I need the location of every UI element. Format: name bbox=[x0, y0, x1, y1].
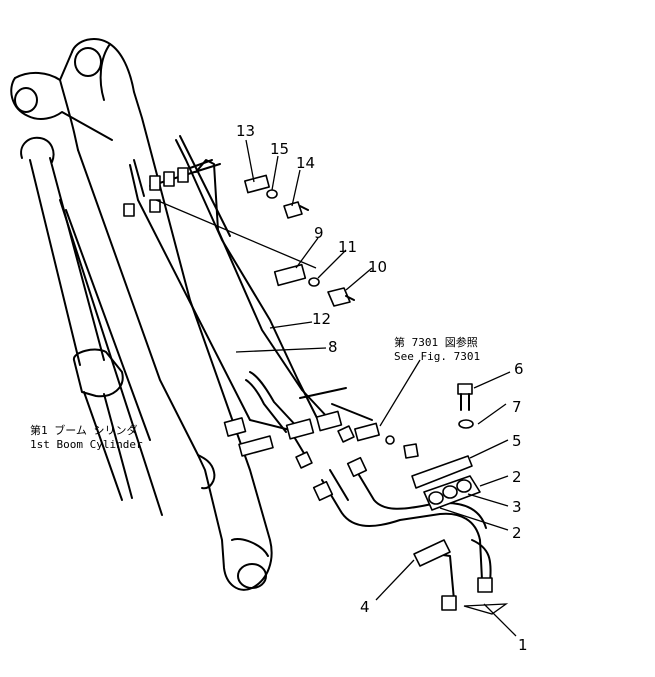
part-13-clamp bbox=[244, 174, 270, 194]
upper-clamp-group bbox=[123, 159, 221, 217]
label-9: 9 bbox=[314, 224, 324, 242]
part-2-3-clamp-block bbox=[423, 475, 481, 511]
label-13: 13 bbox=[236, 122, 255, 140]
part-4-clamp bbox=[413, 539, 451, 567]
label-11: 11 bbox=[338, 238, 357, 256]
label-6: 6 bbox=[514, 360, 524, 378]
label-4: 4 bbox=[360, 598, 370, 616]
part-11-washer bbox=[308, 277, 320, 287]
label-12: 12 bbox=[312, 310, 331, 328]
label-3: 3 bbox=[512, 498, 522, 516]
label-2-lower: 2 bbox=[512, 524, 522, 542]
label-5: 5 bbox=[512, 432, 522, 450]
boom-arm bbox=[10, 37, 273, 591]
part-6-bolt bbox=[457, 383, 473, 411]
boom-cylinder-label-en: 1st Boom Cylinder bbox=[30, 438, 143, 451]
hydraulic-tubes bbox=[129, 135, 493, 611]
label-7: 7 bbox=[512, 398, 522, 416]
part-5-clamp-plate bbox=[411, 455, 473, 489]
label-1: 1 bbox=[518, 636, 528, 654]
part-7-washer bbox=[458, 419, 474, 429]
boom-cylinder-label-jp: 第1 ブーム シリンダ bbox=[30, 423, 138, 437]
label-15: 15 bbox=[270, 140, 289, 158]
part-labels: 13 15 14 9 11 10 12 8 6 7 5 2 3 2 4 1 bbox=[236, 122, 528, 654]
part-9-clamp bbox=[273, 263, 307, 287]
label-14: 14 bbox=[296, 154, 315, 172]
part-14-bolt bbox=[283, 201, 309, 219]
notes: 第 7301 図参照 See Fig. 7301 第1 ブーム シリンダ 1st… bbox=[30, 335, 480, 451]
see-fig-note-jp: 第 7301 図参照 bbox=[394, 335, 478, 349]
label-2-upper: 2 bbox=[512, 468, 522, 486]
see-fig-note-en: See Fig. 7301 bbox=[394, 350, 480, 363]
part-15-washer bbox=[266, 189, 278, 199]
label-8: 8 bbox=[328, 338, 338, 356]
fig-7301-parts bbox=[354, 422, 419, 459]
lower-clamp-group bbox=[223, 387, 373, 457]
part-10-bolt bbox=[327, 287, 355, 307]
boom-cylinder bbox=[20, 136, 163, 516]
leader-lines bbox=[155, 139, 517, 637]
label-10: 10 bbox=[368, 258, 387, 276]
